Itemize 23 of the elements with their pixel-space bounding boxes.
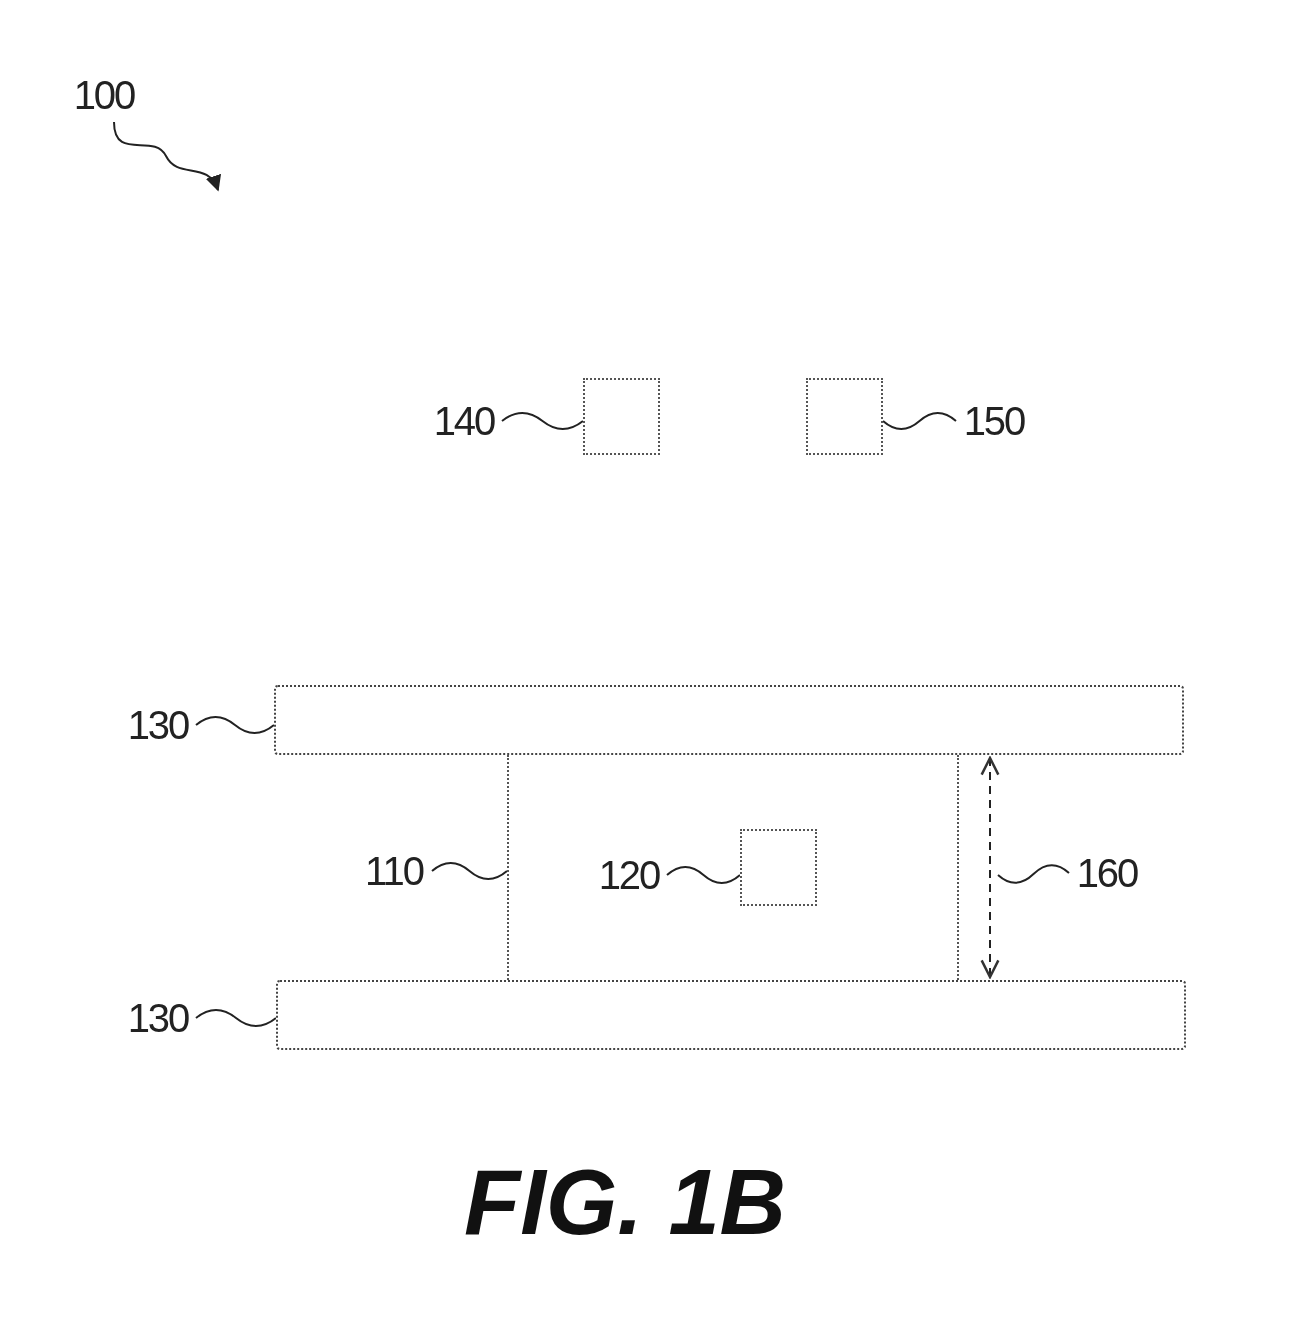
callout-number: 130 (124, 702, 192, 748)
leader-line (666, 866, 741, 884)
callout-number: 150 (960, 398, 1028, 444)
callout-number: 100 (70, 72, 138, 118)
leader-line (997, 864, 1070, 884)
plate-bar (276, 980, 1186, 1050)
leader-arrow (113, 121, 220, 192)
callout-number: 110 (360, 848, 428, 894)
double-arrow (980, 756, 1000, 979)
box-outline (740, 829, 817, 906)
leader-line (195, 716, 275, 734)
leader-line (882, 412, 957, 430)
figure-caption: FIG. 1B (462, 1150, 787, 1255)
box-outline (583, 378, 660, 455)
box-outline (806, 378, 883, 455)
leader-line (501, 412, 584, 430)
plate-bar (274, 685, 1184, 755)
callout-number: 140 (430, 398, 498, 444)
leader-line (195, 1009, 277, 1027)
callout-number: 130 (124, 995, 192, 1041)
leader-line (431, 862, 508, 880)
callout-number: 160 (1073, 850, 1141, 896)
callout-number: 120 (595, 852, 663, 898)
